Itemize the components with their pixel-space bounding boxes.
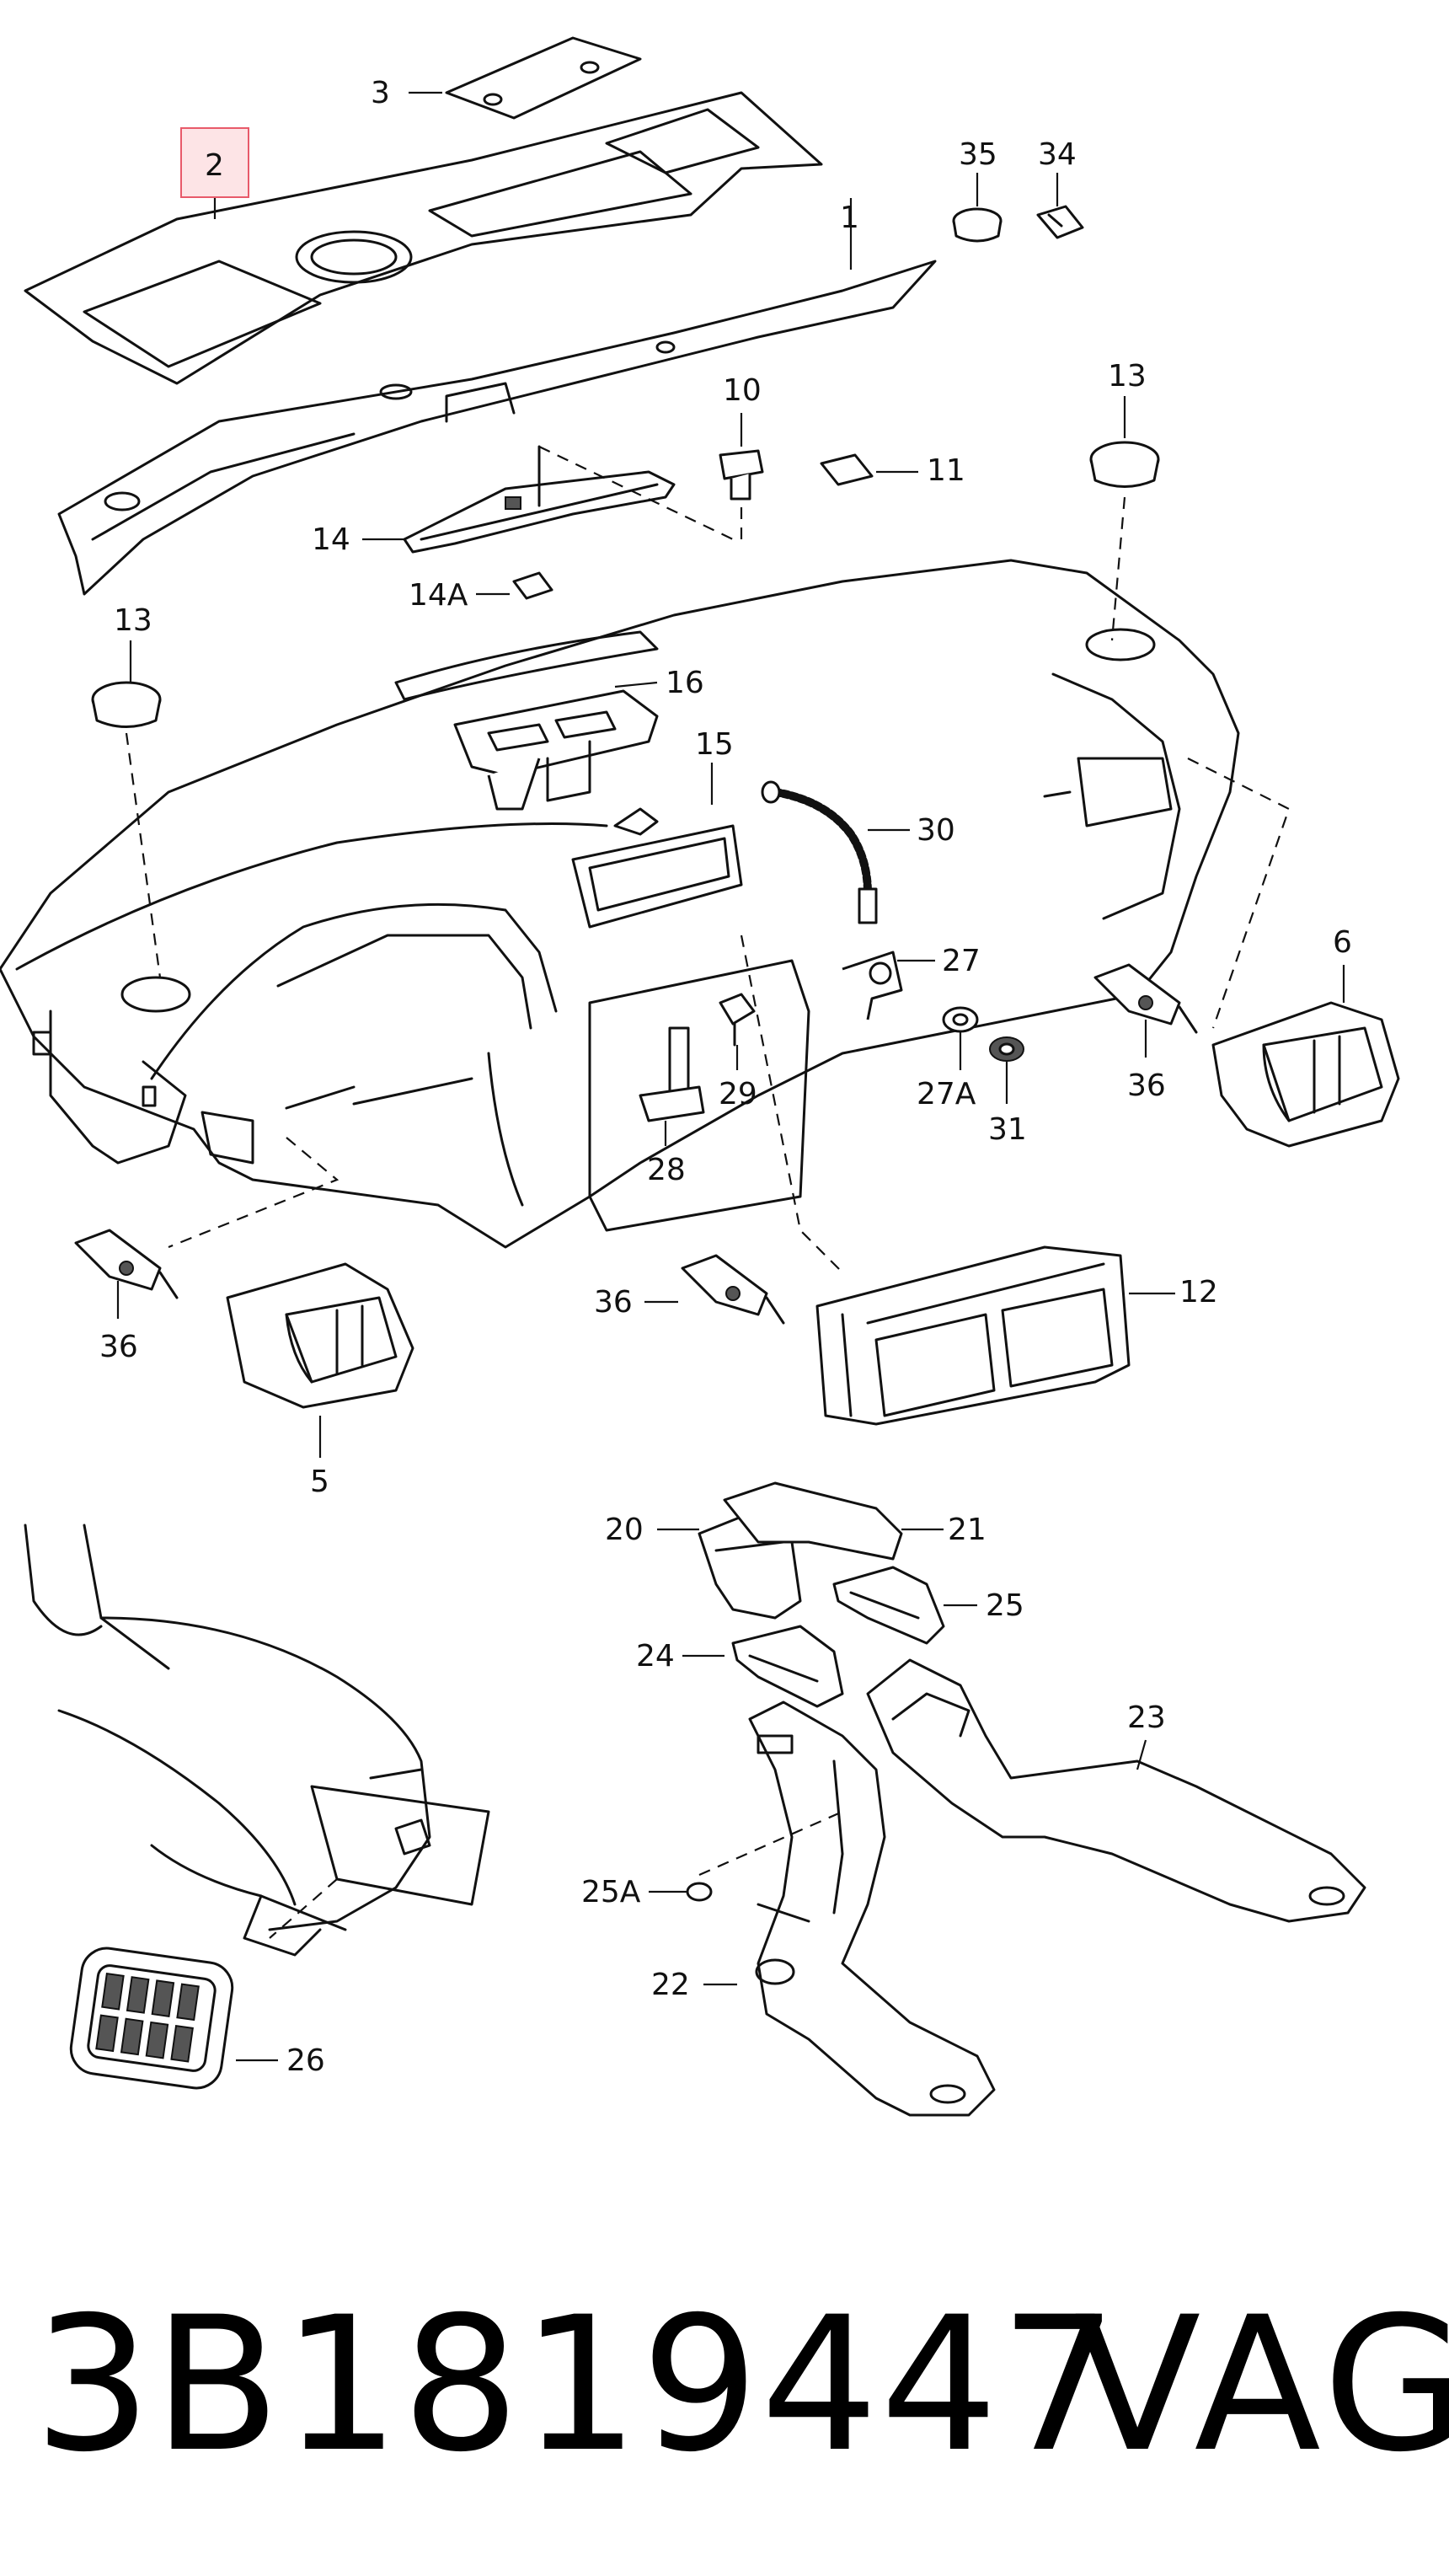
callout-35: 35 [959,137,997,172]
part-13-plug-left [91,681,162,728]
part-14a-clip [512,571,553,600]
part-6-side-vent-right [1211,1001,1400,1148]
callout-3: 3 [371,76,390,110]
callout-25: 25 [986,1588,1024,1623]
callout-28: 28 [647,1153,686,1187]
callout-27: 27 [942,944,981,978]
callout-27a: 27A [917,1077,976,1111]
callout-6: 6 [1333,925,1352,960]
callout-labels: 1 2 3 5 6 10 11 12 13 13 14 14A 15 16 20… [99,76,1352,2078]
part-27a-washer [942,1006,979,1033]
callout-11: 11 [927,453,965,488]
callout-21: 21 [948,1513,986,1547]
part-12-center-outlet [815,1245,1131,1426]
callout-30: 30 [917,813,955,848]
callout-26: 26 [286,2043,325,2078]
callout-13-right: 13 [1108,359,1147,394]
diagram-svg: 1 2 3 5 6 10 11 12 13 13 14 14A 15 16 20… [0,36,1400,2117]
callout-36-left: 36 [99,1330,138,1364]
parts-exploded-diagram: 1 2 3 5 6 10 11 12 13 13 14 14A 15 16 20… [0,36,1400,2117]
part-24-duct-connector [731,1625,844,1708]
part-3-plate [445,36,642,120]
part-25a-nut [686,1882,713,1902]
callout-12: 12 [1179,1275,1218,1309]
part-31-nut [989,1036,1024,1062]
part-11-clip [820,453,874,486]
callout-10: 10 [723,373,762,408]
car-rear-silhouette [24,1524,490,1957]
part-36-connector-center [681,1254,785,1325]
part-21-duct-piece [723,1481,903,1561]
part-23-floor-duct-right [866,1658,1366,1923]
callout-29: 29 [719,1077,757,1111]
callout-25a: 25A [581,1875,641,1909]
part-5-side-vent-left [226,1262,414,1409]
callout-34: 34 [1038,137,1077,172]
callout-14: 14 [312,522,350,557]
callout-16: 16 [666,666,704,700]
brand-label: VAG [1074,2277,1449,2493]
part-30-hose [761,780,878,924]
part-number: 3B1819447 [34,2277,1120,2493]
part-13-plug-right [1089,441,1160,488]
part-27-bracket [842,951,903,1020]
part-15-vent-frame [571,807,743,929]
part-16-vent-housing [453,689,659,811]
part-34-clip [1036,205,1084,239]
callout-22: 22 [651,1968,690,2002]
callout-5: 5 [310,1465,329,1499]
part-1-dash-strip [57,260,937,596]
part-35-plug [952,207,1003,243]
part-25-duct-connector [832,1566,945,1645]
callout-36-right: 36 [1127,1068,1166,1103]
callout-36-center: 36 [594,1285,633,1320]
callout-31: 31 [988,1112,1027,1147]
callout-14a: 14A [409,578,468,613]
callout-20: 20 [605,1513,644,1547]
part-14-vent-strip [403,445,676,554]
callout-2: 2 [205,148,224,183]
part-10-bracket [719,449,764,501]
part-36-connector-right [1093,963,1198,1034]
leader-lines [116,91,1345,2062]
assembly-dashed-lines [125,446,1291,1939]
part-36-connector-left [74,1229,179,1299]
footer: 3B1819447 VAG [0,2191,1449,2528]
part-26-grille [69,1947,234,2090]
part-22-floor-duct-left [748,1700,996,2117]
part-29-clip [719,993,756,1047]
callout-15: 15 [695,727,734,762]
callout-1: 1 [840,201,859,235]
callout-24: 24 [636,1639,675,1674]
callout-13-left: 13 [114,603,152,638]
highlighted-callout-box [180,127,249,198]
callout-23: 23 [1127,1700,1166,1735]
part-2-defroster-cover [24,91,823,385]
part-28-fastener [639,1026,705,1122]
